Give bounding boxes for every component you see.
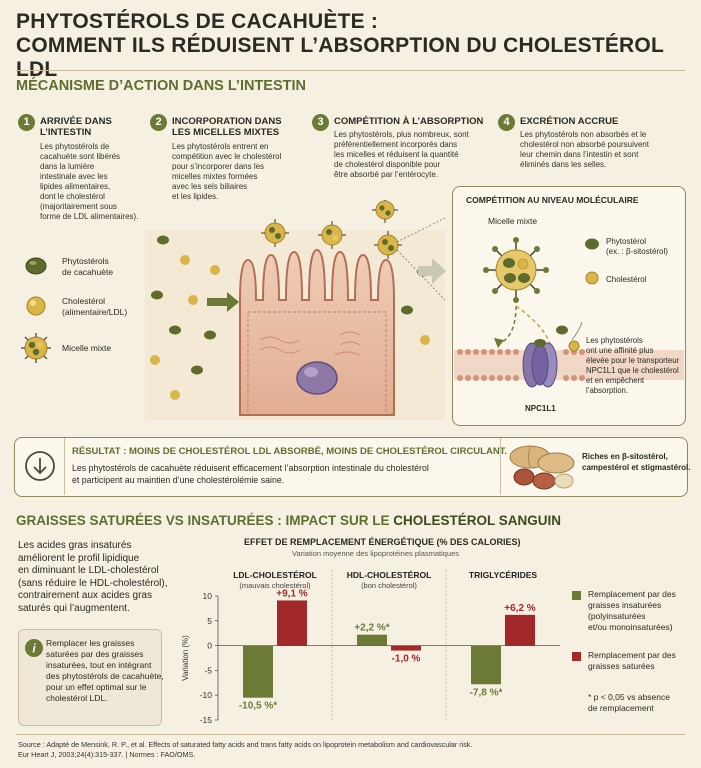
y-tick-label: 10	[203, 591, 213, 601]
y-axis-label: Variation (%)	[181, 635, 190, 681]
step-number: 4	[498, 114, 515, 131]
legend-cholesterol: Cholestérol (alimentaire/LDL)	[62, 296, 128, 317]
enterocyte-cell	[239, 248, 395, 416]
transporter-label: NPC1L1	[525, 404, 556, 413]
arrow-down-icon	[25, 451, 55, 481]
phytosterol-icon	[585, 238, 599, 250]
section2-title-a: GRAISSES SATURÉES VS INSATURÉES : IMPACT…	[16, 513, 394, 528]
cholesterol-icon	[26, 296, 46, 316]
result-text: Les phytostérols de cacahuète réduisent …	[72, 463, 429, 485]
bar	[277, 600, 307, 646]
arrow-right-icon	[207, 292, 239, 312]
lumen-particles	[150, 235, 220, 400]
step-number: 3	[312, 114, 329, 131]
step-text: Les phytostérols non absorbés et le chol…	[520, 130, 649, 169]
molecular-note: Les phytostérols ont une affinité plus é…	[586, 336, 680, 395]
arrow-right-icon	[418, 258, 446, 284]
chart-title: EFFET DE REMPLACEMENT ÉNERGÉTIQUE (% DES…	[244, 537, 521, 547]
legend-swatch-unsaturated	[572, 591, 581, 600]
molecular-chol-label: Cholestérol	[606, 275, 647, 284]
section2-title-b: CHOLESTÉROL SANGUIN	[393, 513, 562, 528]
data-label: +6,2 %	[504, 603, 536, 614]
step-text: Les phytostérols de cacahuète sont libér…	[40, 142, 139, 221]
section-title-mechanism: MÉCANISME D’ACTION DANS L’INTESTIN	[16, 78, 307, 94]
legend-phytosterol: Phytostérols de cacahuète	[62, 256, 114, 277]
step-text: Les phytostérols, plus nombreux, sont pr…	[334, 130, 469, 179]
result-panel	[14, 437, 688, 497]
legend-saturated: Remplacement par des graisses saturées	[588, 650, 676, 671]
intestine-illustration	[145, 200, 445, 420]
data-label: -7,8 %*	[470, 687, 503, 698]
micelle-icon	[372, 200, 398, 223]
cell-membrane	[454, 349, 684, 381]
molecular-phyto-label: Phytostérol (ex. : β-sitostérol)	[606, 237, 668, 256]
micelle-icon	[483, 237, 549, 303]
bar	[391, 645, 421, 651]
page-title: PHYTOSTÉROLS DE CACAHUÈTE : COMMENT ILS …	[16, 10, 701, 82]
category-label: TRIGLYCÉRIDES	[469, 570, 538, 580]
step-title: ARRIVÉE DANS L’INTESTIN	[40, 116, 112, 138]
data-label: -10,5 %*	[239, 701, 277, 712]
legend-icons	[21, 257, 51, 363]
step-title: EXCRÉTION ACCRUE	[520, 116, 619, 127]
npc1l1-transporter	[522, 339, 558, 388]
cholesterol-icon	[585, 271, 599, 285]
bar-chart: Variation (%) 10 5 0 -5 -10 -15 LDL-CHOLESTÉROL…	[181, 570, 560, 725]
step-number: 2	[150, 114, 167, 131]
step-text: Les phytostérols entrent en compétition …	[172, 142, 282, 201]
chart-subtitle: Variation moyenne des lipoprotéines plas…	[292, 549, 460, 558]
divider	[16, 70, 685, 71]
molecular-competition-panel	[452, 186, 686, 426]
category-label: HDL-CHOLESTÉROL	[347, 570, 432, 580]
y-tick-label: -15	[200, 715, 213, 725]
source-citation: Source : Adapté de Mensink, R. P., et al…	[18, 740, 473, 759]
molecular-title: COMPÉTITION AU NIVEAU MOLÉCULAIRE	[466, 195, 639, 205]
peanut-note: Riches en β-sitostérol, campestérol et s…	[582, 452, 691, 472]
bar	[243, 645, 273, 698]
phytosterol-icon	[25, 257, 47, 275]
title-line-2: COMMENT ILS RÉDUISENT L’ABSORPTION DU CH…	[16, 34, 664, 81]
result-title: RÉSULTAT : MOINS DE CHOLESTÉROL LDL ABSO…	[72, 446, 508, 457]
micelle-icon	[318, 221, 346, 249]
y-tick-label: 5	[207, 616, 212, 626]
legend-unsaturated: Remplacement par des graisses insaturées…	[588, 589, 676, 632]
fats-explanation: Les acides gras insaturés améliorent le …	[18, 540, 168, 614]
title-line-1: PHYTOSTÉROLS DE CACAHUÈTE :	[16, 10, 379, 33]
legend-micelle: Micelle mixte	[62, 343, 112, 353]
info-icon: i	[25, 639, 43, 657]
step-title: COMPÉTITION À L’ABSORPTION	[334, 116, 484, 127]
micelle-icon	[374, 231, 402, 259]
bar	[357, 634, 387, 646]
svg-text:i: i	[32, 642, 36, 656]
data-label: +2,2 %*	[354, 623, 389, 634]
category-sublabel: (bon cholestérol)	[361, 581, 417, 590]
chart-footnote: * p < 0,05 vs absence de remplacement	[588, 692, 670, 713]
micelle-icon	[21, 333, 51, 363]
micelle-icon	[261, 219, 289, 247]
y-tick-label: -5	[204, 665, 212, 675]
bar	[505, 614, 535, 646]
peanuts-image	[509, 445, 575, 490]
section-title-fats: GRAISSES SATURÉES VS INSATURÉES : IMPACT…	[16, 513, 561, 528]
tip-text: Remplacer les graisses saturées par des …	[46, 638, 164, 703]
category-sublabel: (mauvais cholestérol)	[239, 581, 311, 590]
data-label: +9,1 %	[276, 588, 308, 599]
category-label: LDL-CHOLESTÉROL	[233, 570, 317, 580]
molecular-diagram	[454, 237, 684, 388]
step-title: INCORPORATION DANS LES MICELLES MIXTES	[172, 116, 282, 138]
micelle-label: Micelle mixte	[488, 216, 538, 226]
bar	[471, 645, 501, 685]
organelles	[259, 331, 361, 356]
legend-swatch-saturated	[572, 652, 581, 661]
y-tick-label: -10	[200, 690, 213, 700]
data-label: -1,0 %	[392, 654, 421, 665]
step-number: 1	[18, 114, 35, 131]
nucleus	[296, 361, 338, 395]
y-tick-label: 0	[207, 641, 212, 651]
